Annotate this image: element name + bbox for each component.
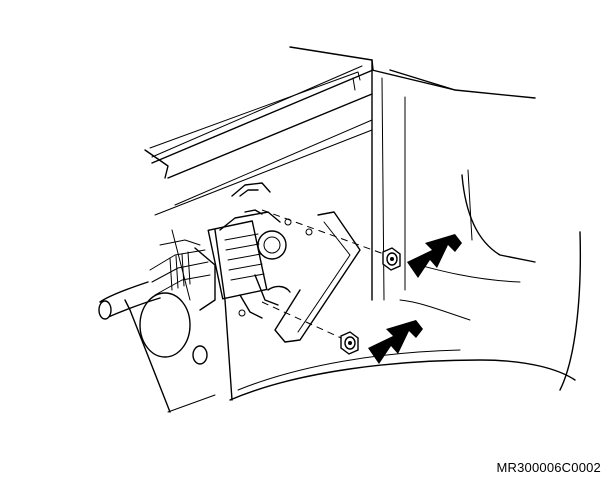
large-access-hole [139,292,191,358]
lower-fastener [340,331,359,355]
lower-panel [124,229,576,413]
upper-fastener [382,247,401,271]
figure-reference-code: MR300006C0002 [496,460,601,475]
wiring-harness [98,239,216,320]
fastener-pointer-arrow-icon [368,320,423,364]
fastener-pointer-arrow-icon [407,234,462,278]
lower-fastener-arrow [368,320,423,364]
pillar-structure [371,69,582,391]
upper-trim-panel [144,46,456,216]
alignment-lines [261,209,396,343]
small-access-hole [192,345,208,365]
combination-switch-module [207,182,292,319]
upper-fastener-arrow [407,234,462,278]
mounting-bracket [274,211,361,343]
